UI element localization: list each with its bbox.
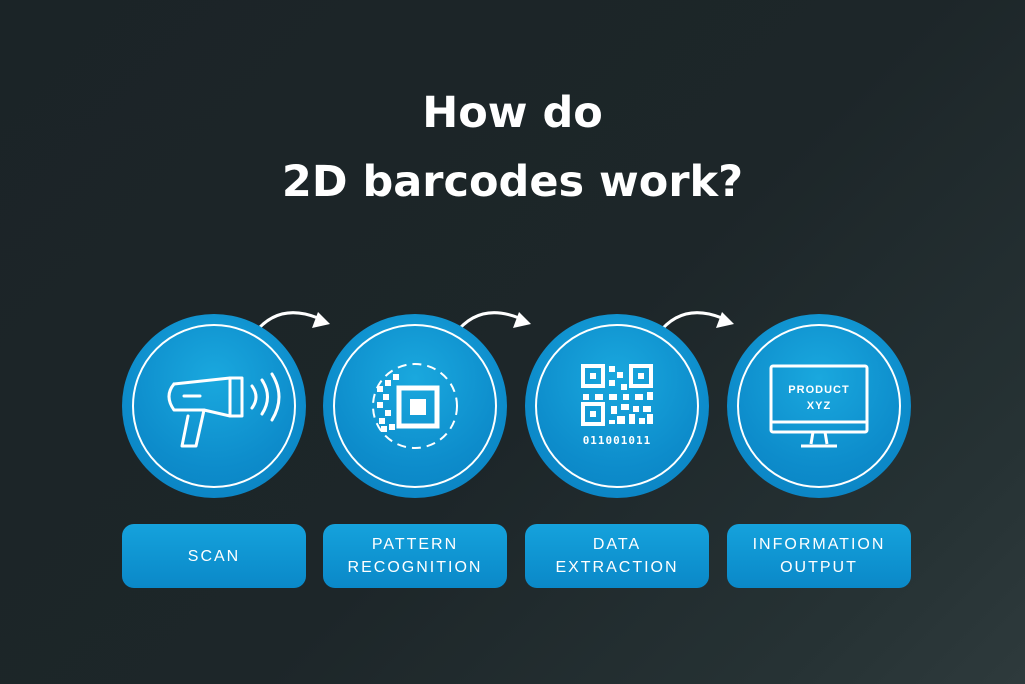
- step-pattern-recognition-circle: [323, 314, 507, 498]
- monitor-screen-text-1: PRODUCT: [788, 384, 850, 396]
- monitor-icon: [769, 364, 869, 448]
- label-line: PATTERN: [371, 536, 459, 553]
- label-line: SCAN: [187, 547, 241, 565]
- step-ring: [737, 324, 901, 488]
- pattern-recognition-icon: [372, 363, 458, 449]
- step-data-extraction-circle: 011001011: [525, 314, 709, 498]
- label-line: OUTPUT: [780, 559, 858, 576]
- step-ring: [132, 324, 296, 488]
- title-line-1: How do: [422, 88, 603, 138]
- label-line: EXTRACTION: [555, 559, 679, 576]
- label-data-extraction: DATA EXTRACTION: [525, 524, 709, 588]
- monitor-screen-text-2: XYZ: [806, 400, 832, 412]
- step-ring: [333, 324, 497, 488]
- label-line: DATA: [592, 536, 642, 553]
- step-scan-circle: [122, 314, 306, 498]
- barcode-scanner-icon: [167, 372, 281, 448]
- qr-code-icon: [581, 364, 653, 426]
- title-line-2: 2D barcodes work?: [281, 157, 744, 207]
- step-ring: [535, 324, 699, 488]
- label-pattern-recognition: PATTERN RECOGNITION: [323, 524, 507, 588]
- label-line: INFORMATION: [752, 536, 886, 553]
- label-information-output: INFORMATION OUTPUT: [727, 524, 911, 588]
- label-line: RECOGNITION: [347, 559, 483, 576]
- label-scan: SCAN: [122, 524, 306, 588]
- step-information-output-circle: PRODUCT XYZ: [727, 314, 911, 498]
- binary-text: 011001011: [582, 434, 652, 447]
